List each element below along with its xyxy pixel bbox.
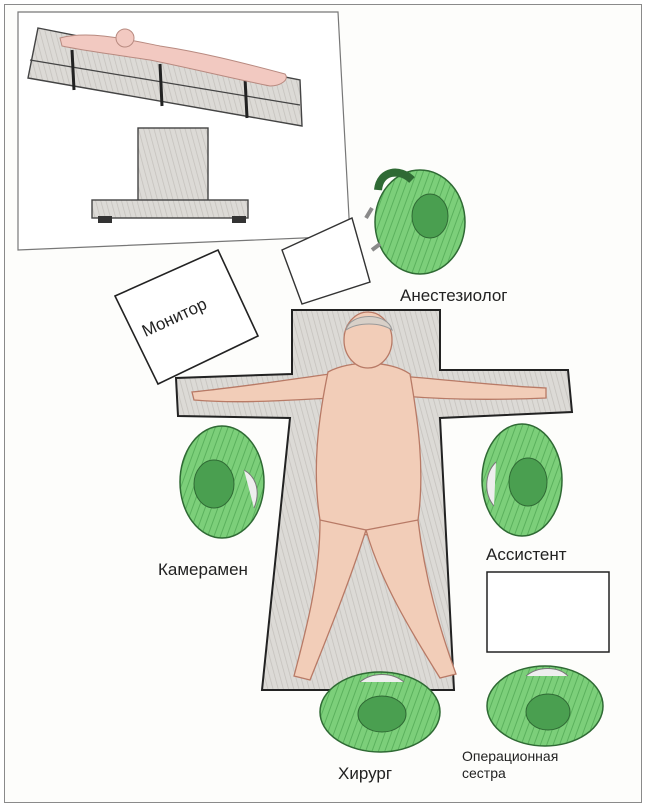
assistant-figure (482, 424, 562, 536)
anesthesiologist-figure (366, 170, 465, 274)
inset-pedestal (138, 128, 208, 202)
assistant-label: Ассистент (486, 545, 567, 565)
surgeon-label: Хирург (338, 764, 392, 784)
inset-base (92, 200, 248, 218)
nurse-label-line1: Операционная (462, 748, 558, 765)
cameraman-label: Камерамен (158, 560, 248, 580)
device-box-right (487, 572, 609, 652)
inset-table-sideview (18, 12, 350, 250)
cameraman-figure (180, 426, 264, 538)
surgeon-figure (320, 672, 440, 752)
anesthesiologist-label: Анестезиолог (400, 286, 508, 306)
nurse-figure (487, 666, 603, 746)
nurse-label-line2: сестра (462, 765, 506, 782)
